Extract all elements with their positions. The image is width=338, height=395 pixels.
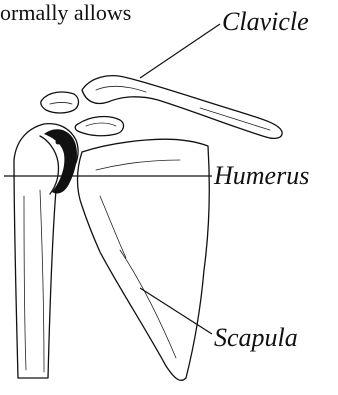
shoulder-joint xyxy=(40,129,77,194)
label-clavicle: Clavicle xyxy=(222,7,309,36)
clavicle-bone xyxy=(82,76,282,139)
label-scapula: Scapula xyxy=(214,323,298,352)
caption-fragment: ormally allows xyxy=(0,0,131,25)
label-humerus: Humerus xyxy=(213,161,309,190)
acromion-process xyxy=(41,92,79,113)
clavicle-leader-line xyxy=(140,24,220,78)
coracoid-process xyxy=(75,117,123,136)
